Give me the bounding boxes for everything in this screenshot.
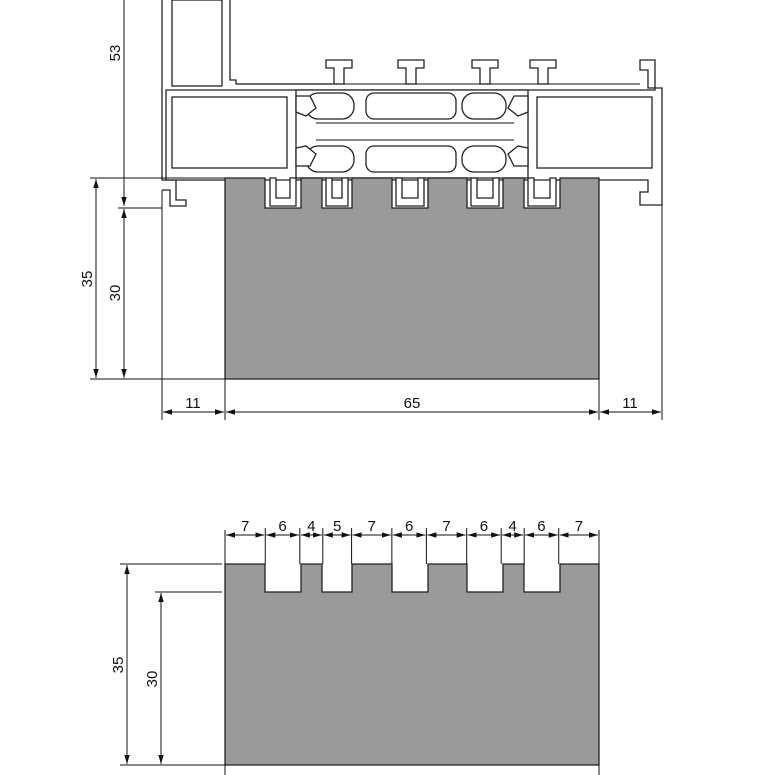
clip-right-upper bbox=[507, 95, 529, 117]
thermal-strip-5 bbox=[365, 145, 457, 173]
thermal-strip-2 bbox=[365, 92, 457, 120]
frame-left-chamber bbox=[171, 96, 288, 169]
segment-label-6: 7 bbox=[442, 518, 450, 535]
label-11-right: 11 bbox=[622, 395, 638, 412]
slot-leg-2 bbox=[325, 177, 349, 207]
segment-label-8: 4 bbox=[509, 518, 517, 535]
segment-label-5: 6 bbox=[405, 518, 413, 535]
clip-left-lower bbox=[295, 145, 317, 167]
segment-label-1: 6 bbox=[278, 518, 286, 535]
top-anchor-3 bbox=[471, 59, 499, 85]
segment-label-9: 6 bbox=[537, 518, 545, 535]
top-anchor-4 bbox=[529, 59, 557, 85]
clip-left-upper bbox=[295, 95, 317, 117]
top-view: 53 35 30 11 65 11 bbox=[79, 0, 663, 420]
segment-dimension-chain: 7 6 4 5 7 6 7 6 4 6 7 bbox=[226, 518, 598, 564]
gasket-block-bottom bbox=[224, 563, 600, 766]
label-b-30: 30 bbox=[144, 671, 161, 688]
frame-right-chamber bbox=[536, 96, 653, 169]
segment-label-0: 7 bbox=[241, 518, 249, 535]
bottom-view: 35 30 7 6 4 5 7 6 7 6 4 6 7 bbox=[110, 518, 600, 775]
segment-label-3: 5 bbox=[333, 518, 341, 535]
segment-label-7: 6 bbox=[480, 518, 488, 535]
label-11-left: 11 bbox=[185, 395, 201, 412]
slot-leg-3 bbox=[395, 177, 425, 207]
label-30: 30 bbox=[107, 285, 124, 302]
top-anchor-1 bbox=[325, 59, 353, 85]
slot-legs bbox=[269, 177, 557, 207]
frame-upper-inner bbox=[229, 0, 332, 85]
slot-leg-5 bbox=[527, 177, 557, 207]
thermal-strip-6 bbox=[461, 145, 507, 173]
segment-label-2: 4 bbox=[307, 518, 315, 535]
slot-leg-1 bbox=[269, 177, 297, 207]
thermal-strip-3 bbox=[461, 92, 507, 120]
label-b-35: 35 bbox=[110, 657, 127, 674]
label-53: 53 bbox=[107, 45, 124, 62]
frame-upper-left-chamber bbox=[171, 0, 223, 87]
label-65: 65 bbox=[404, 395, 421, 412]
segment-label-4: 7 bbox=[368, 518, 376, 535]
gasket-block-top bbox=[224, 177, 600, 380]
segment-label-10: 7 bbox=[575, 518, 583, 535]
top-anchor-2 bbox=[397, 59, 425, 85]
frame-profile bbox=[161, 0, 663, 207]
clip-right-lower bbox=[507, 145, 529, 167]
slot-leg-4 bbox=[470, 177, 500, 207]
label-35: 35 bbox=[79, 271, 96, 288]
